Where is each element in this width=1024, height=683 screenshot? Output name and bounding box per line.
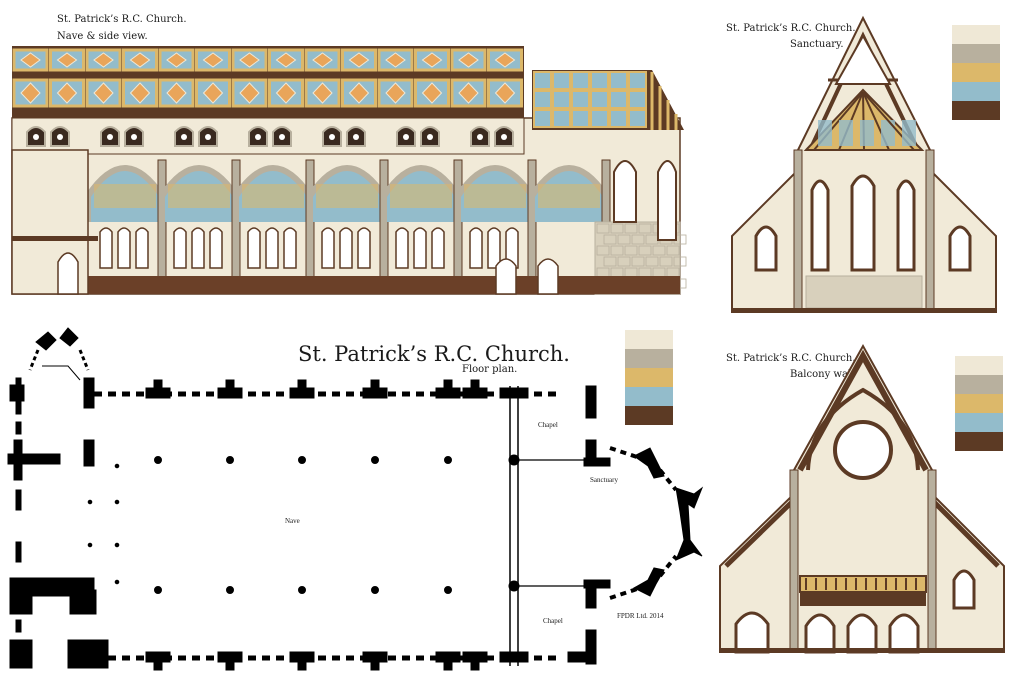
swatch-sky (955, 413, 1003, 432)
swatch-brown (955, 432, 1003, 451)
swatch-ochre (625, 368, 673, 387)
swatch-taupe (952, 44, 1000, 63)
floor-plan-palette (625, 330, 673, 425)
credit: FPDR Ltd. 2014 (617, 612, 664, 620)
balcony-subtitle: Balcony wall. (790, 369, 858, 380)
sanctuary-palette (952, 25, 1000, 120)
label-nave: Nave (285, 517, 300, 525)
swatch-ochre (952, 63, 1000, 82)
swatch-cream (952, 25, 1000, 44)
swatch-taupe (955, 375, 1003, 394)
swatch-ochre (955, 394, 1003, 413)
label-chapel-top: Chapel (538, 421, 558, 429)
side-view-subtitle: Nave & side view. (57, 31, 148, 42)
swatch-brown (625, 406, 673, 425)
label-sanctuary: Sanctuary (590, 476, 618, 484)
balcony-palette (955, 356, 1003, 451)
swatch-sky (952, 82, 1000, 101)
swatch-brown (952, 101, 1000, 120)
swatch-cream (955, 356, 1003, 375)
swatch-cream (625, 330, 673, 349)
label-chapel-bottom: Chapel (543, 617, 563, 625)
balcony-title: St. Patrick’s R.C. Church. (726, 353, 856, 364)
swatch-taupe (625, 349, 673, 368)
floor-plan-subtitle: Floor plan. (462, 364, 518, 375)
sanctuary-subtitle: Sanctuary. (790, 39, 844, 50)
floor-plan-title: St. Patrick’s R.C. Church. (298, 342, 570, 366)
side-view-title: St. Patrick’s R.C. Church. (57, 14, 187, 25)
sanctuary-title: St. Patrick’s R.C. Church. (726, 23, 856, 34)
swatch-sky (625, 387, 673, 406)
